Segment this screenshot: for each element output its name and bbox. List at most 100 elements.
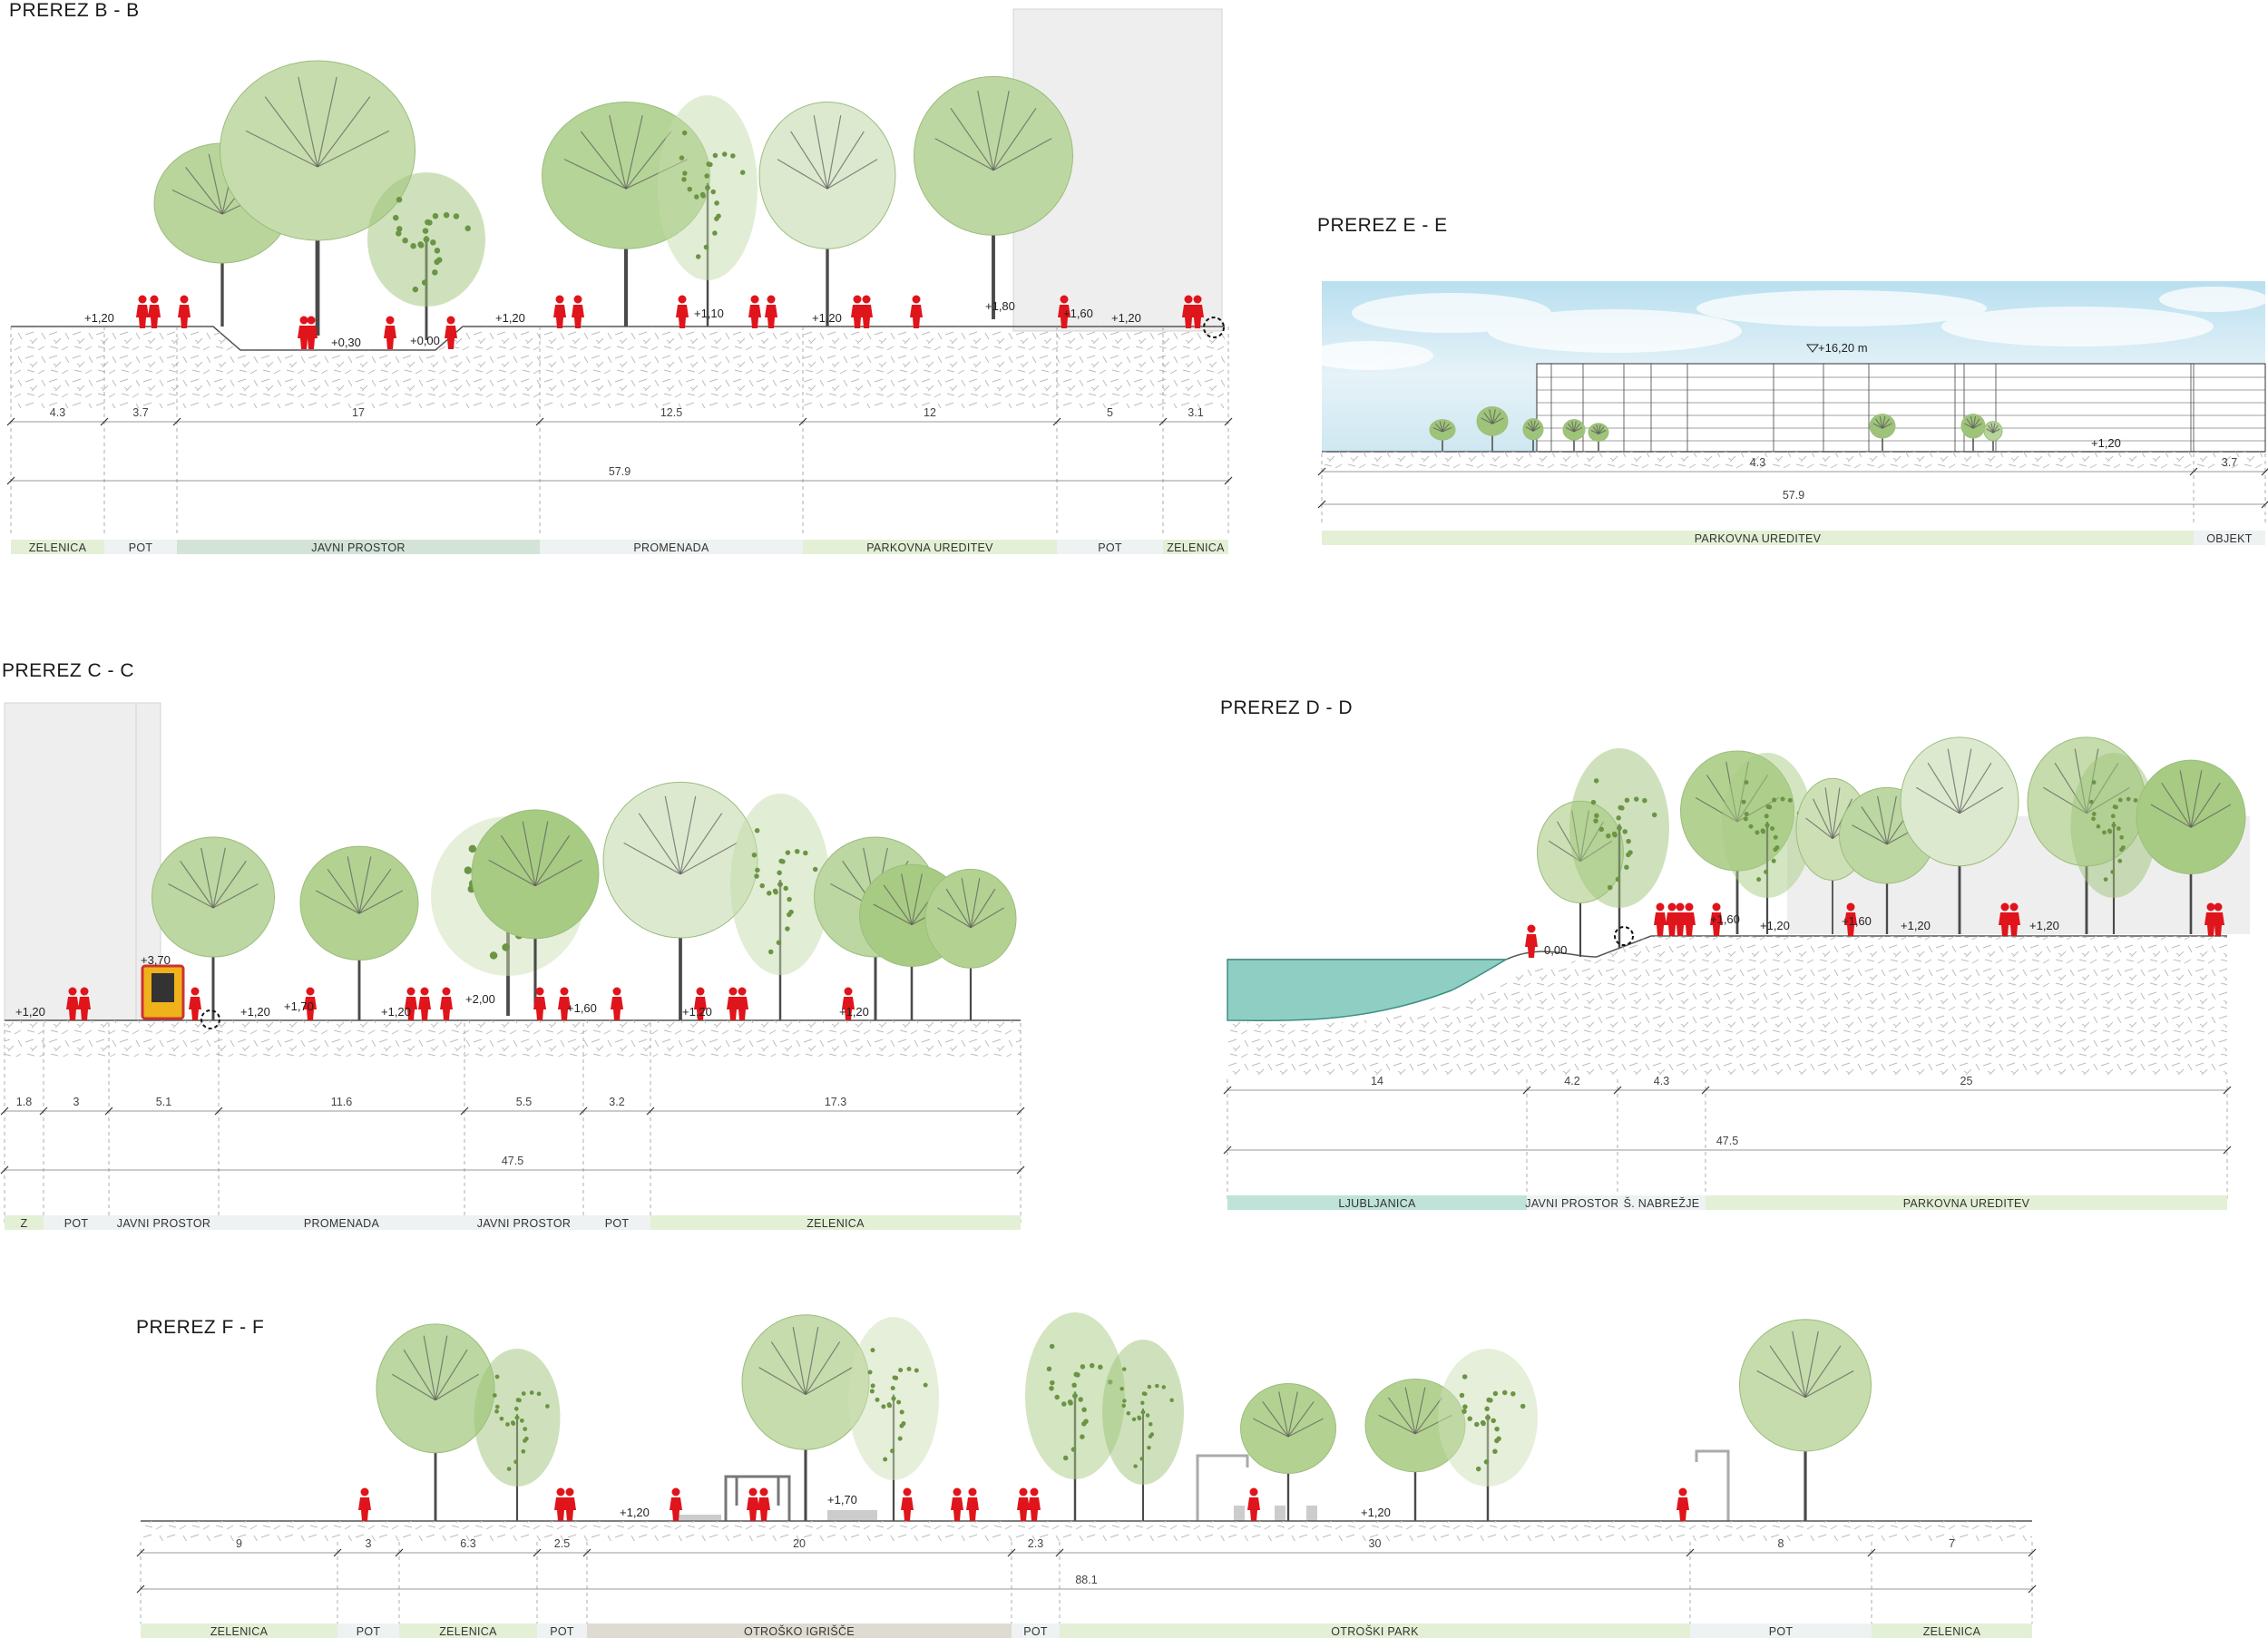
person-figure <box>1028 1487 1041 1521</box>
person-figure <box>1182 295 1195 328</box>
person-figure <box>148 295 161 328</box>
zone-band <box>177 540 540 554</box>
zone-label: ZELENICA <box>29 541 87 554</box>
dimension-tick <box>1223 1086 1232 1095</box>
dimension-tick <box>1522 1086 1531 1095</box>
person-figure <box>572 295 584 328</box>
playground-frame <box>724 1475 791 1521</box>
zone-band <box>219 1215 464 1230</box>
elevation-label: +1,20 <box>381 1005 411 1019</box>
person-figure <box>910 295 923 328</box>
elevation-label: +3,70 <box>141 953 171 967</box>
deciduous-tree <box>1869 414 1896 451</box>
dimension-tick <box>1055 1548 1064 1557</box>
segment-length: 4.3 <box>50 406 65 419</box>
deciduous-tree <box>914 75 1073 319</box>
zone-label: ZELENICA <box>210 1625 269 1638</box>
conifer-tree <box>730 794 830 1020</box>
person-figure <box>440 987 453 1020</box>
segment-length: 3.2 <box>609 1096 624 1108</box>
dimension-tick <box>100 417 109 426</box>
total-length: 88.1 <box>1075 1574 1097 1586</box>
elevation-label: +1,20 <box>1361 1506 1391 1519</box>
river-water <box>1227 959 1509 1021</box>
section-dd: PREREZ D - D 0,00 +1,60 +1,20 +1,60 +1,2… <box>1220 697 2250 1210</box>
elevation-labels: +1,20 +1,70 +1,20 <box>620 1493 1391 1519</box>
zone-label: OBJEKT <box>2206 532 2252 545</box>
segment-length: 6.3 <box>460 1537 475 1550</box>
elevation-marker <box>1806 344 1819 353</box>
segment-length: 17 <box>352 406 365 419</box>
zone-label: POT <box>357 1625 381 1638</box>
ground-line <box>1227 935 2227 960</box>
elevation-label: +1,20 <box>682 1005 712 1019</box>
dimension-tick <box>333 1548 342 1557</box>
person-figure <box>405 987 417 1020</box>
elevation-label: +1,20 <box>495 311 525 325</box>
zone-band <box>803 540 1057 554</box>
person-figure <box>758 1487 770 1521</box>
zone-band <box>141 1623 337 1638</box>
zone-label: OTROŠKI PARK <box>1331 1624 1419 1638</box>
soil-hatch <box>1322 452 2265 472</box>
person-figure <box>78 987 91 1020</box>
person-figure <box>384 316 396 349</box>
zone-band <box>109 1215 219 1230</box>
zone-label: POT <box>1769 1625 1794 1638</box>
zone-band <box>1322 531 2194 545</box>
deciduous-tree <box>471 809 600 1007</box>
zone-label: PARKOVNA UREDITEV <box>1903 1197 2030 1210</box>
deciduous-tree <box>924 868 1017 1020</box>
zone-label: PARKOVNA UREDITEV <box>866 541 993 554</box>
dimension-tick <box>1686 1548 1695 1557</box>
section-title: PREREZ D - D <box>1220 697 1353 718</box>
person-figure <box>851 295 864 328</box>
segment-length: 20 <box>793 1537 806 1550</box>
person-figure <box>445 316 457 349</box>
elevation-label: +1,10 <box>694 307 724 320</box>
section-title: PREREZ F - F <box>136 1317 264 1338</box>
deciduous-tree <box>299 845 419 1020</box>
dimension-tick <box>1223 1146 1232 1155</box>
zone-label: POT <box>550 1625 574 1638</box>
dimension-tick <box>2028 1584 2037 1594</box>
elevation-label: +1,60 <box>1063 307 1093 320</box>
elevation-label: +1,20 <box>240 1005 270 1019</box>
zone-label: OTROŠKO IGRIŠČE <box>744 1624 855 1638</box>
conifer-tree <box>1722 753 1813 934</box>
conifer-tree <box>848 1317 939 1521</box>
zone-band <box>1163 540 1228 554</box>
conifer-tree <box>1102 1340 1184 1521</box>
conifer-tree <box>1438 1349 1538 1521</box>
zone-label: POT <box>1023 1625 1048 1638</box>
zone-label: POT <box>605 1217 630 1230</box>
building-grid <box>1537 364 2265 452</box>
conifer-tree <box>367 172 485 340</box>
zone-band <box>2194 531 2265 545</box>
zone-label: ZELENICA <box>1167 541 1225 554</box>
elevation-label: +1,70 <box>827 1493 857 1506</box>
zone-label: JAVNI PROSTOR <box>311 541 405 554</box>
person-figure <box>951 1487 963 1521</box>
zone-band <box>583 1215 650 1230</box>
total-length: 47.5 <box>1716 1135 1738 1147</box>
elevation-label: +16,20 m <box>1818 341 1868 355</box>
dimension-tick <box>39 1107 48 1116</box>
person-figure <box>727 987 739 1020</box>
dimension-tick <box>646 1107 655 1116</box>
segment-length: 9 <box>236 1537 242 1550</box>
zone-band <box>399 1623 537 1638</box>
section-ff: PREREZ F - F +1,20 +1,70 <box>136 1312 2037 1638</box>
zone-label: Z <box>21 1217 28 1230</box>
people-group <box>1525 902 2224 958</box>
segment-length: 17.3 <box>825 1096 846 1108</box>
people-group <box>358 1487 1689 1521</box>
dimension-tick <box>395 1548 404 1557</box>
segment-length: 12 <box>924 406 936 419</box>
dimension-tick <box>172 417 181 426</box>
dimension-tick <box>1052 417 1061 426</box>
